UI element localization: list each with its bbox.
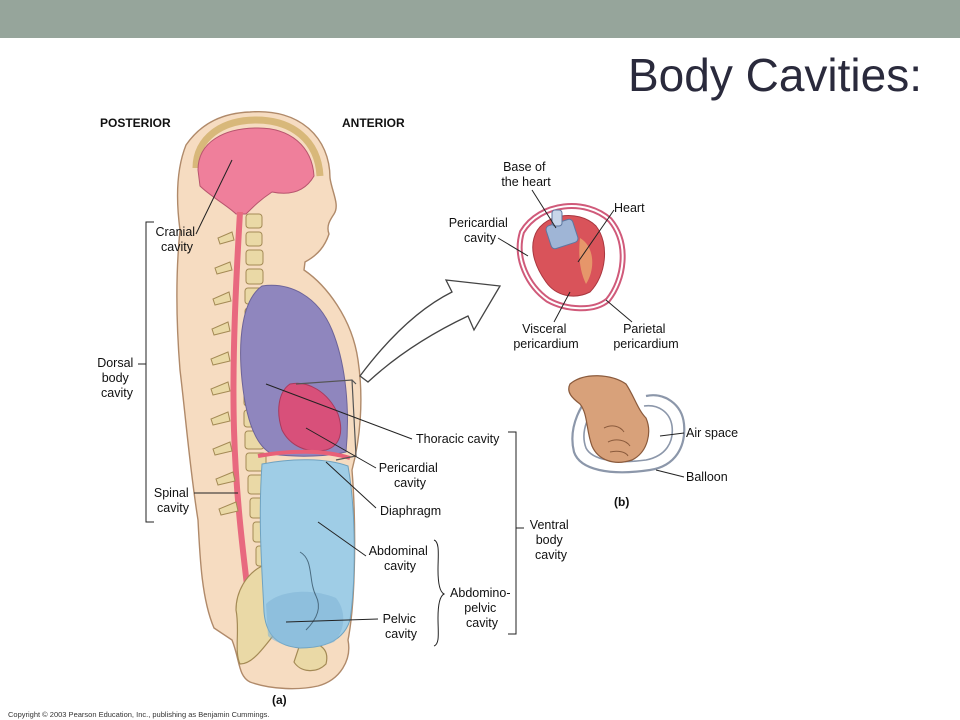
leader-thoracic: [265, 383, 413, 440]
spinal-cord: [230, 211, 253, 611]
leader-air-space: [659, 432, 685, 437]
fist-knuckles: [603, 425, 631, 457]
label-dorsal-body-cavity: Dorsal body cavity: [97, 356, 137, 400]
spinous-processes: [210, 231, 239, 516]
copyright-notice: Copyright © 2003 Pearson Education, Inc.…: [8, 710, 270, 719]
caption-b: (b): [614, 495, 629, 509]
label-pelvic-cavity: Pelvic cavity: [383, 612, 420, 641]
label-ventral-body-cavity: Ventral body cavity: [530, 518, 572, 562]
label-parietal-pericardium: Parietal pericardium: [613, 322, 678, 351]
label-posterior: POSTERIOR: [100, 116, 171, 130]
label-diaphragm: Diaphragm: [380, 504, 441, 518]
leader-pericardial-a: [305, 427, 377, 469]
body-silhouette: [176, 110, 362, 690]
balloon-outer: [571, 387, 686, 474]
leader-base-of-heart: [531, 189, 557, 229]
label-pericardial-cavity-a: Pericardial cavity: [379, 461, 442, 490]
zoom-arrow: [359, 279, 502, 383]
abdominopelvic-brace: [433, 539, 446, 647]
parietal-pericardium-inner: [518, 205, 624, 310]
leader-pericardial-inset: [497, 237, 529, 257]
leader-abdominal: [317, 521, 367, 557]
balloon-inner: [583, 399, 674, 463]
diaphragm: [257, 449, 351, 460]
slide-title: Body Cavities:: [627, 49, 922, 101]
pericardial-cavity: [278, 382, 342, 452]
label-anterior: ANTERIOR: [342, 116, 405, 130]
heart-aorta: [551, 209, 563, 227]
leader-balloon: [655, 469, 685, 478]
caption-a: (a): [272, 693, 287, 707]
leader-diaphragm: [325, 461, 377, 509]
heart-inset: [516, 203, 626, 312]
label-visceral-pericardium: Visceral pericardium: [513, 322, 578, 351]
thoracic-cut-box: [295, 379, 357, 461]
label-heart: Heart: [614, 201, 645, 215]
label-pericardial-cavity-inset: Pericardial cavity: [449, 216, 512, 245]
ventral-bracket: [508, 431, 524, 635]
label-spinal-cavity: Spinal cavity: [154, 486, 192, 515]
cranial-cavity: [197, 127, 315, 215]
leader-cranial: [195, 159, 233, 235]
leader-parietal: [605, 299, 633, 323]
fist-balloon-figure: [568, 375, 686, 474]
label-air-space: Air space: [686, 426, 738, 440]
label-balloon: Balloon: [686, 470, 728, 484]
skull: [192, 116, 324, 177]
label-abdominal-cavity: Abdominal cavity: [369, 544, 432, 573]
label-abdominopelvic-cavity: Abdomino- pelvic cavity: [450, 586, 514, 630]
fist: [568, 375, 650, 463]
leader-pelvic: [285, 618, 379, 623]
heart-highlight: [579, 238, 593, 284]
leader-visceral: [553, 291, 571, 323]
label-thoracic-cavity: Thoracic cavity: [416, 432, 500, 446]
top-bar: [0, 0, 960, 38]
label-cranial-cavity: Cranial cavity: [155, 225, 198, 254]
label-base-of-heart: Base of the heart: [501, 160, 551, 189]
pelvic-cavity-region: [266, 591, 344, 648]
leader-heart: [577, 209, 615, 263]
dorsal-bracket: [138, 221, 154, 523]
